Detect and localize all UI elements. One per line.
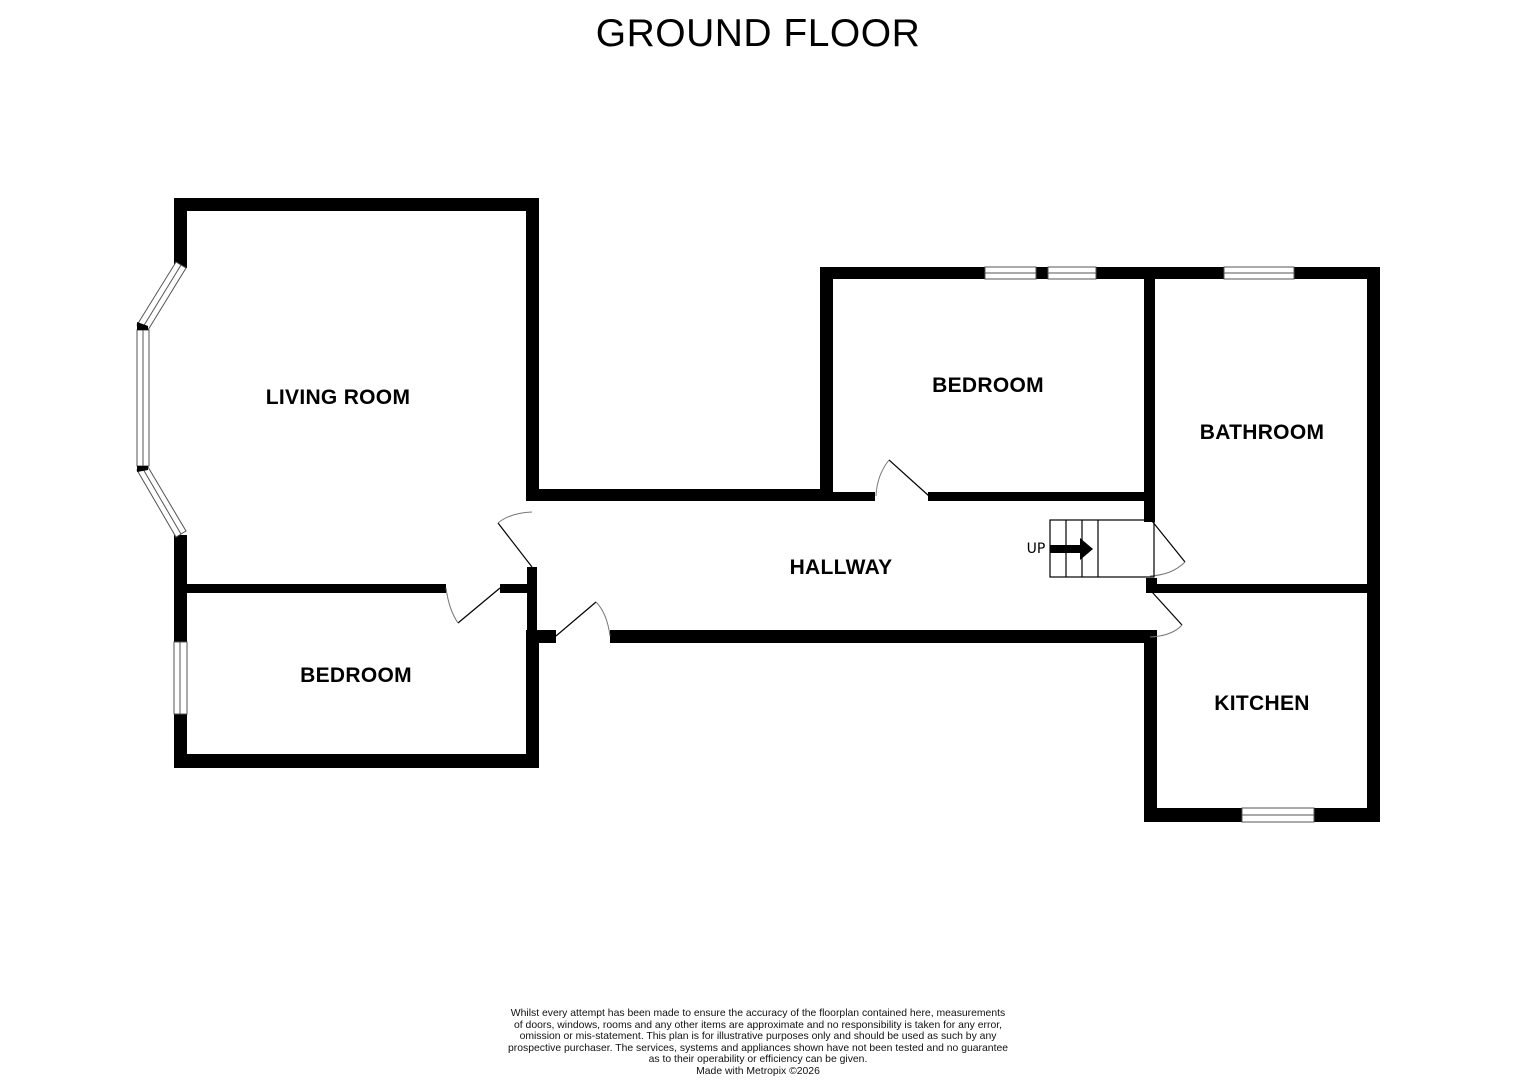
floor-title: GROUND FLOOR <box>595 12 921 55</box>
doors <box>445 459 1186 638</box>
disclaimer: Whilst every attempt has been made to en… <box>490 1008 1026 1078</box>
disclaimer-line: omission or mis-statement. This plan is … <box>519 1031 997 1043</box>
room-label-bedroom-upper: BEDROOM <box>932 374 1044 397</box>
credit: Made with Metropix ©2026 <box>696 1065 820 1077</box>
room-label-living-room: LIVING ROOM <box>265 386 411 409</box>
arrow-right-icon <box>1050 538 1093 560</box>
room-label-bedroom-lower: BEDROOM <box>300 664 412 687</box>
room-label-kitchen: KITCHEN <box>1214 692 1310 715</box>
walls <box>174 198 1380 822</box>
windows <box>136 261 1315 823</box>
disclaimer-line: prospective purchaser. The services, sys… <box>507 1042 1009 1054</box>
disclaimer-line: of doors, windows, rooms and any other i… <box>513 1019 1003 1031</box>
disclaimer-line: Whilst every attempt has been made to en… <box>510 1008 1006 1019</box>
disclaimer-line: as to their operability or efficiency ca… <box>648 1054 868 1066</box>
room-label-bathroom: BATHROOM <box>1199 421 1325 444</box>
room-label-hallway: HALLWAY <box>789 556 893 579</box>
stairs-up-label: UP <box>1026 541 1046 557</box>
